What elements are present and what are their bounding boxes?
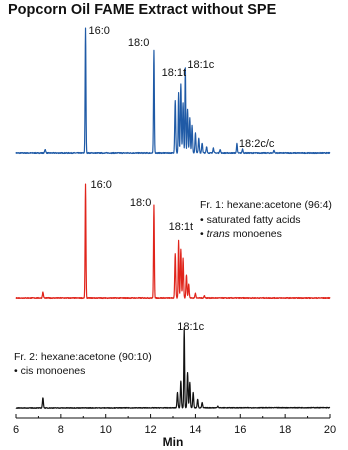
peak-label: 18:1c <box>177 321 204 333</box>
trace-line-3 <box>15 327 331 409</box>
x-tick-label: 20 <box>324 424 336 436</box>
fraction-note: • saturated fatty acids <box>200 214 301 226</box>
peak-label: 18:1t <box>162 67 186 79</box>
x-tick-label: 12 <box>144 424 156 436</box>
peak-label: 18:2c/c <box>239 138 275 150</box>
x-tick-label: 18 <box>279 424 291 436</box>
x-tick-label: 8 <box>58 424 64 436</box>
peak-label: 18:0 <box>128 37 149 49</box>
figure-title: Popcorn Oil FAME Extract without SPE <box>8 2 277 18</box>
peak-label: 18:1c <box>187 59 214 71</box>
trace-line-1 <box>15 27 331 155</box>
fraction-note: Fr. 1: hexane:acetone (96:4) <box>200 199 332 211</box>
fraction-note: • cis monoenes <box>14 365 85 377</box>
fraction-note: • trans monoenes <box>200 228 282 240</box>
x-axis-title: Min <box>163 435 184 449</box>
trace-line-2 <box>15 183 331 300</box>
peak-label: 18:0 <box>130 197 151 209</box>
x-tick-label: 10 <box>100 424 112 436</box>
peak-label: 16:0 <box>91 179 112 191</box>
peak-label: 16:0 <box>89 25 110 37</box>
fraction-note: Fr. 2: hexane:acetone (90:10) <box>14 351 152 363</box>
x-tick-label: 14 <box>189 424 201 436</box>
x-tick-label: 6 <box>13 424 19 436</box>
x-tick-label: 16 <box>234 424 246 436</box>
peak-label: 18:1t <box>169 221 193 233</box>
